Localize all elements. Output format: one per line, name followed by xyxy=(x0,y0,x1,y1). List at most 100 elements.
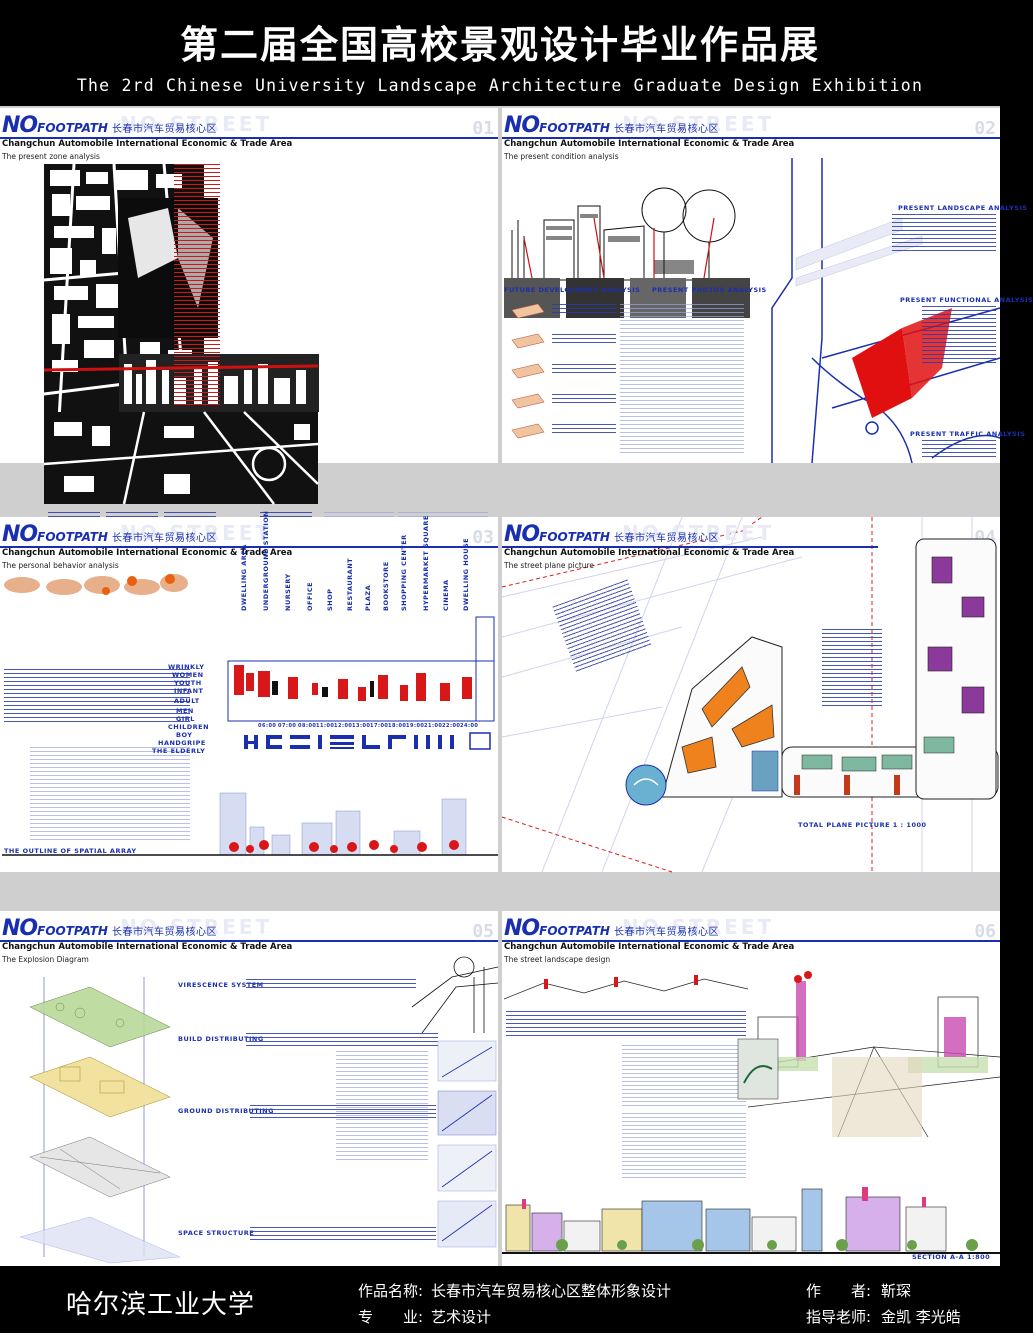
section-title: The street landscape design xyxy=(504,955,611,964)
present-photos-label: PRESENT PHOTOS ANALYSIS xyxy=(652,286,767,294)
chart-column-label: CINEMA xyxy=(442,579,450,611)
chart-column-label: SHOPPING CENTER xyxy=(400,534,408,611)
street-master-plan xyxy=(625,538,999,806)
brand-tail: 长春市汽车贸易核心区 xyxy=(111,533,217,544)
time-label: 07:00 xyxy=(278,723,297,729)
panel-subtitle: Changchun Automobile International Econo… xyxy=(2,548,293,558)
traffic-analysis-label: PRESENT TRAFFIC ANALYSIS xyxy=(910,430,1026,438)
chart-column-label: NURSERY xyxy=(284,573,292,611)
time-label: 12:00 xyxy=(334,723,353,729)
brand-rule xyxy=(0,137,498,139)
brand-rule xyxy=(0,546,498,548)
vignette-thumbnails xyxy=(737,1038,779,1100)
traffic-text xyxy=(922,440,996,460)
chart-column-label: DWELLING AREA xyxy=(240,544,248,611)
layer-label: BUILD DISTRIBUTING xyxy=(178,1035,264,1043)
building-evolution-diagrams xyxy=(511,303,545,439)
brand-footpath: FOOTPATH xyxy=(37,530,108,544)
brand-tail: 长春市汽车贸易核心区 xyxy=(613,927,719,938)
section-scale-label: SECTION A-A 1:800 xyxy=(912,1253,991,1261)
landscape-intro-text xyxy=(506,1011,746,1039)
street-perspective-rendering xyxy=(503,975,749,1000)
brand-tail: 长春市汽车贸易核心区 xyxy=(613,533,719,544)
rhythm-glyph-strip xyxy=(244,732,491,750)
chart-column-label: DWELLING HOUSE xyxy=(462,537,470,611)
landscape-body-text-2 xyxy=(622,1113,746,1179)
condition-text xyxy=(620,304,744,454)
behavior-body-text xyxy=(30,747,190,843)
time-label: 13:00 xyxy=(352,723,371,729)
chart-column-label: PLAZA xyxy=(364,584,372,611)
exhibition-header: 第二届全国高校景观设计毕业作品展 The 2rd Chinese Univers… xyxy=(0,0,1000,106)
major-value: 艺术设计 xyxy=(431,1308,492,1326)
author-value: 靳琛 xyxy=(881,1282,912,1300)
brand-no: NO xyxy=(2,113,38,138)
functional-text xyxy=(922,306,996,366)
functional-analysis-label: PRESENT FUNCTIONAL ANALYSIS xyxy=(900,296,1033,304)
chart-column-label: HYPERMARKET SQUARE xyxy=(422,515,430,611)
exploded-axonometric xyxy=(19,977,181,1264)
panel-number: 02 xyxy=(974,118,996,139)
street-elevation-section xyxy=(502,1187,1000,1254)
time-label: 11:00 xyxy=(316,723,335,729)
exhibition-footer: 哈尔滨工业大学 作品名称: 长春市汽车贸易核心区整体形象设计 专 业: 艺术设计… xyxy=(0,1266,1000,1333)
site-road-map xyxy=(771,158,1001,464)
time-label: 17:00 xyxy=(370,723,389,729)
age-label: MEN xyxy=(176,707,194,715)
work-title-value: 长春市汽车贸易核心区整体形象设计 xyxy=(431,1282,672,1300)
ghost-title: NO STREET xyxy=(120,112,273,136)
brand-footpath: FOOTPATH xyxy=(37,924,108,938)
plane-scale-label: TOTAL PLANE PICTURE 1 : 1000 xyxy=(798,821,927,829)
layer-label: VIRESCENCE SYSTEM xyxy=(178,981,264,989)
school-name: 哈尔滨工业大学 xyxy=(66,1290,256,1320)
panel-subtitle: Changchun Automobile International Econo… xyxy=(504,139,795,149)
panel-subtitle: Changchun Automobile International Econo… xyxy=(504,548,795,558)
brand-no: NO xyxy=(504,113,540,138)
work-title-label: 作品名称: xyxy=(358,1282,424,1300)
chart-column-label: BOOKSTORE xyxy=(382,561,390,611)
layer-text-en xyxy=(336,1051,428,1163)
streetscape-sketch xyxy=(504,187,750,281)
exhibition-title-en: The 2rd Chinese University Landscape Arc… xyxy=(76,76,924,95)
age-label: WRINKLY xyxy=(168,663,205,671)
future-development-label: FUTURE DEVELOPMENT ANALYSIS xyxy=(504,286,641,294)
time-label: 08:00 xyxy=(298,723,317,729)
evolution-text-5 xyxy=(552,424,616,436)
brand-rule xyxy=(502,940,1000,942)
brand-no: NO xyxy=(504,916,540,941)
age-label: INFANT xyxy=(174,687,204,695)
age-label: CHILDREN xyxy=(168,723,210,731)
evolution-text-3 xyxy=(552,364,616,376)
age-label: YOUTH xyxy=(174,679,202,687)
author-label: 作 者: xyxy=(806,1282,872,1300)
brand-footpath: FOOTPATH xyxy=(539,121,610,135)
brand-no: NO xyxy=(2,522,38,547)
layer-label: SPACE STRUCTURE xyxy=(178,1229,255,1237)
major-label: 专 业: xyxy=(358,1308,424,1326)
landscape-analysis-label: PRESENT LANDSCAPE ANALYSIS xyxy=(898,204,1028,212)
chart-column-label: SHOP xyxy=(326,588,334,611)
time-label: 21:00 xyxy=(424,723,443,729)
detail-thumbnails xyxy=(437,1040,497,1248)
age-label: WOMEN xyxy=(172,671,204,679)
landscape-body-text-1 xyxy=(622,1045,746,1107)
evolution-text-4 xyxy=(552,394,616,406)
street-sketch-main xyxy=(747,971,1001,1138)
time-label: 18:00 xyxy=(388,723,407,729)
advisor-label: 指导老师: xyxy=(806,1308,872,1326)
hands-photo-strip xyxy=(4,574,188,595)
section-title: The Explosion Diagram xyxy=(2,955,89,964)
brand-footpath: FOOTPATH xyxy=(539,924,610,938)
brand-footpath: FOOTPATH xyxy=(37,121,108,135)
ghost-title: NO STREET xyxy=(120,915,273,939)
age-label: HANDGRIPE xyxy=(158,739,206,747)
time-label: 06:00 xyxy=(258,723,277,729)
